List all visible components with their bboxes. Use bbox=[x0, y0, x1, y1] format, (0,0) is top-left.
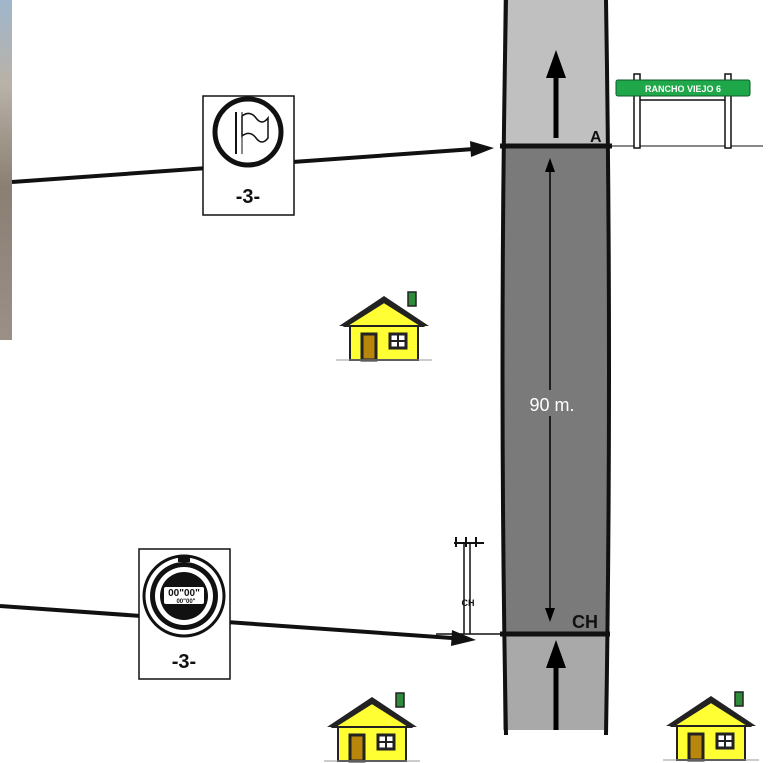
house-icon bbox=[663, 692, 759, 760]
house-icon bbox=[324, 693, 420, 761]
stopwatch-display: 00"00" bbox=[168, 588, 200, 599]
ch-pole bbox=[436, 537, 500, 634]
sign-flag: -3- bbox=[203, 96, 294, 215]
point-a-label: A bbox=[590, 129, 602, 146]
ch-pole-label: CH bbox=[462, 598, 475, 608]
sign-stopwatch-number: -3- bbox=[172, 651, 196, 673]
distance-label: 90 m. bbox=[529, 395, 574, 415]
ranch-sign: RANCHO VIEJO 6 bbox=[616, 74, 750, 148]
house-icon bbox=[336, 292, 432, 360]
connector-bottom bbox=[0, 606, 476, 646]
sign-stopwatch: 00"00" 00"00" -3- bbox=[139, 549, 230, 679]
ranch-sign-text: RANCHO VIEJO 6 bbox=[645, 84, 721, 94]
photo-fragment bbox=[0, 0, 12, 340]
sign-flag-number: -3- bbox=[236, 186, 260, 208]
point-ch-label: CH bbox=[572, 612, 598, 632]
stopwatch-display-sub: 00"00" bbox=[176, 599, 195, 605]
